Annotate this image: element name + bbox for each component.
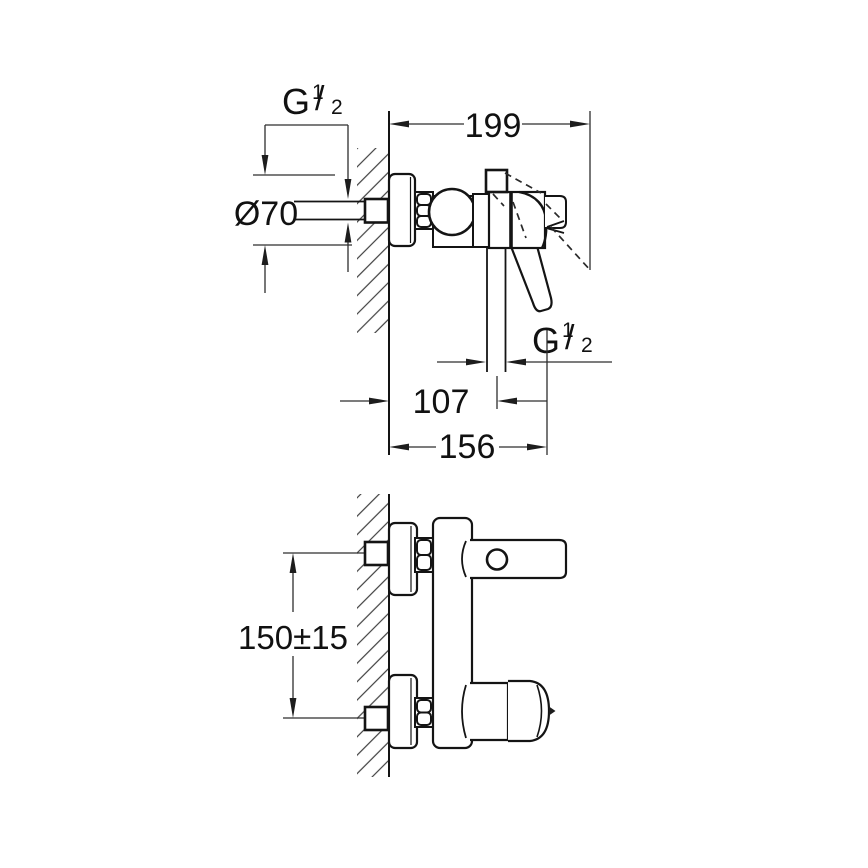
lever-handle	[509, 244, 553, 313]
inlet-union-square	[363, 197, 390, 224]
cartridge-housing	[487, 190, 548, 250]
thread-outlet-denominator: 2	[581, 334, 593, 357]
arm-fillet	[461, 540, 467, 578]
dim-outlet-offset: 107	[340, 376, 547, 421]
wall-hatch-plan	[357, 494, 389, 777]
dim-label-dia70: Ø70	[234, 195, 298, 233]
ball-joint	[427, 187, 477, 248]
thread-outlet-slash: /	[565, 319, 575, 357]
thread-top-numerator: 1	[312, 81, 324, 104]
thread-outlet-numerator: 1	[562, 319, 574, 342]
dim-label-156: 156	[439, 428, 496, 466]
lever-hub	[545, 195, 567, 234]
knob-dome-arc	[536, 684, 543, 738]
shower-outlet-pipe	[486, 248, 507, 372]
side-view: 199 G 1 / 2 Ø70	[234, 80, 612, 466]
knob-nub	[549, 706, 556, 716]
body-connector	[472, 193, 490, 248]
wall-hatch	[357, 148, 389, 333]
mixer-body	[431, 516, 474, 750]
dim-thread-top: G 1 / 2	[265, 80, 352, 272]
dim-lever-reach: 156	[389, 330, 548, 466]
escutcheon-flange	[387, 172, 417, 248]
dim-escutcheon-diameter: Ø70	[234, 125, 352, 293]
plan-view: 150±15	[238, 494, 568, 777]
escutcheon-bottom	[387, 673, 419, 750]
dim-total-depth: 199	[389, 107, 591, 270]
dim-label-107: 107	[413, 383, 470, 421]
lever-arm	[461, 538, 568, 580]
thread-top-letter: G	[282, 81, 310, 122]
handle-knob	[508, 679, 551, 743]
lever-handle-dashed	[492, 172, 592, 272]
thread-top-denominator: 2	[331, 96, 343, 119]
inlet-union-square-bottom	[363, 705, 390, 732]
cartridge-cylinder	[461, 679, 556, 743]
cylinder-fillet	[461, 684, 467, 739]
dim-inlet-spacing: 150±15	[238, 553, 348, 718]
lever-pointer	[546, 220, 565, 234]
dim-thread-outlet: G 1 / 2	[437, 319, 612, 366]
diverter-knob	[484, 168, 509, 194]
inlet-union-square-top	[363, 540, 390, 567]
lever-arm-hole	[485, 548, 509, 571]
supply-pipe	[294, 197, 390, 224]
escutcheon-top	[387, 521, 419, 597]
thread-outlet-letter: G	[532, 320, 560, 361]
dim-label-199: 199	[465, 107, 522, 145]
thread-top-slash: /	[315, 80, 325, 118]
dim-label-150: 150±15	[238, 619, 348, 656]
inlet-top	[283, 521, 434, 597]
